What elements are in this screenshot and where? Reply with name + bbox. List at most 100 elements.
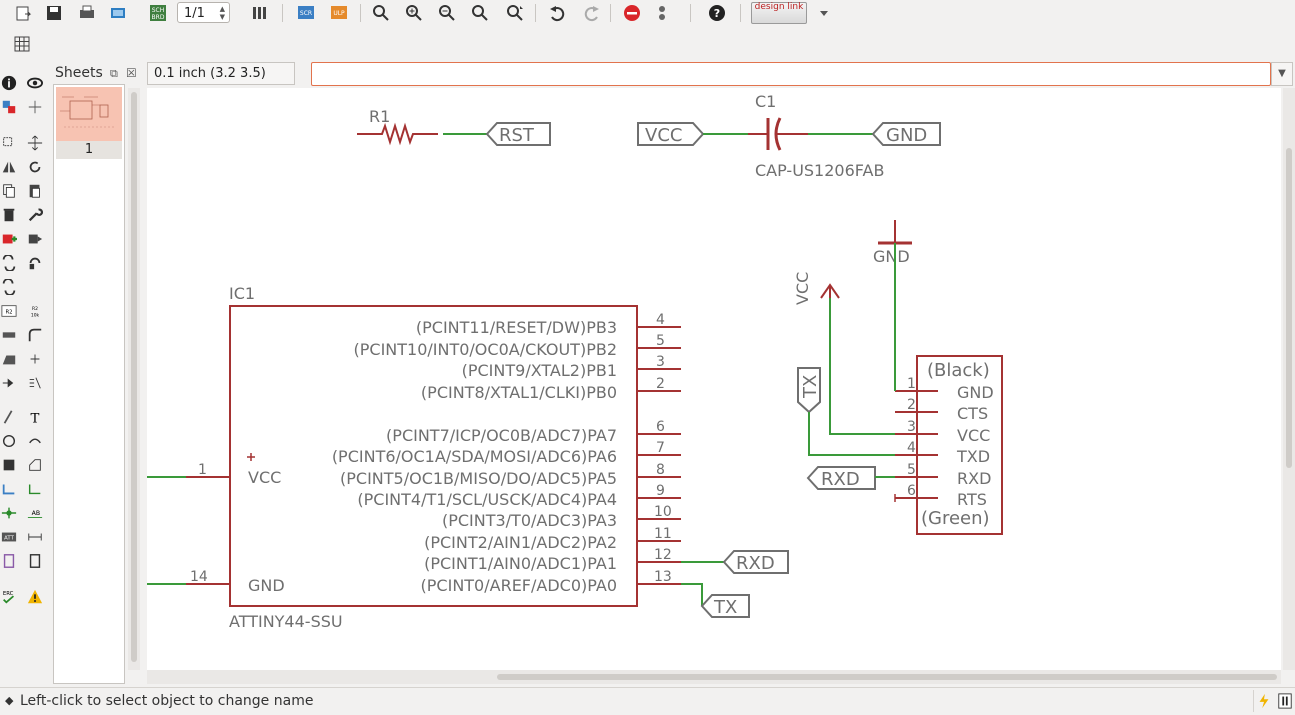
zoom-fit-icon[interactable]	[369, 2, 393, 24]
float-panel-icon[interactable]: ⧉	[110, 67, 118, 80]
label-tx-ftdi-shape[interactable]	[797, 367, 821, 414]
frame-icon[interactable]	[0, 552, 18, 570]
page-spinner[interactable]: 1/1 ▲▼	[177, 2, 230, 23]
ic1-pin-num: 13	[654, 569, 672, 585]
optimize-icon[interactable]	[26, 350, 44, 368]
pin-swap-icon[interactable]	[26, 254, 44, 272]
wire-icon[interactable]	[0, 408, 18, 426]
dimension-icon[interactable]	[26, 528, 44, 546]
grid-icon[interactable]	[10, 33, 34, 55]
schematic-canvas[interactable]: R1 RST C1 VCC GND CAP-US1206FAB IC1 ATTI…	[147, 88, 1281, 670]
rect-icon[interactable]	[0, 456, 18, 474]
text-icon[interactable]: T	[26, 408, 44, 426]
label-icon[interactable]: AB	[26, 504, 44, 522]
bus-icon[interactable]	[0, 480, 18, 498]
ic1-pin-num: 2	[656, 376, 665, 392]
info-icon[interactable]	[0, 74, 18, 92]
ftdi-pin-num: 1	[907, 376, 916, 392]
arc-icon[interactable]	[26, 432, 44, 450]
lightning-icon[interactable]	[1253, 690, 1274, 712]
delete-icon[interactable]	[0, 206, 18, 224]
vcc-symbol-label: VCC	[793, 272, 812, 305]
sheets-scrollbar[interactable]	[128, 88, 140, 670]
page-indicator: 1/1	[184, 6, 205, 21]
wrench-icon[interactable]	[26, 206, 44, 224]
cam-icon[interactable]	[106, 2, 130, 24]
c1-value: CAP-US1206FAB	[755, 161, 884, 180]
zoom-redraw-icon[interactable]	[468, 2, 492, 24]
erc-icon[interactable]: ERC	[0, 588, 18, 606]
paste-icon[interactable]	[26, 182, 44, 200]
name-icon[interactable]: R2	[0, 302, 18, 320]
mirror-icon[interactable]	[0, 158, 18, 176]
rotate-icon[interactable]	[26, 158, 44, 176]
show-icon[interactable]	[26, 74, 44, 92]
save-icon[interactable]	[42, 2, 66, 24]
mark-icon[interactable]	[26, 98, 44, 116]
ulp-icon[interactable]: ULP	[327, 2, 351, 24]
smash-icon[interactable]	[0, 326, 18, 344]
go-icon[interactable]	[650, 2, 674, 24]
undo-icon[interactable]	[545, 2, 569, 24]
status-diamond-icon: ◆	[5, 694, 14, 707]
designlink-button[interactable]: design link	[751, 2, 807, 24]
canvas-horizontal-scrollbar[interactable]	[147, 670, 1281, 684]
attribute-icon[interactable]: ATT	[0, 528, 18, 546]
command-history-dropdown[interactable]: ▼	[1271, 62, 1293, 86]
invoke-icon[interactable]	[0, 374, 18, 392]
label-rxd-ic1-shape[interactable]	[722, 550, 789, 574]
ic1-pin-name: (PCINT7/ICP/OC0B/ADC7)PA7	[386, 426, 617, 445]
print-icon[interactable]	[75, 2, 99, 24]
ftdi-pin-name: VCC	[957, 426, 990, 445]
zoom-in-icon[interactable]	[402, 2, 426, 24]
label-vcc-c1-shape[interactable]	[637, 122, 705, 146]
module-icon[interactable]	[26, 552, 44, 570]
stop-icon[interactable]	[620, 2, 644, 24]
add-part-icon[interactable]	[0, 230, 18, 248]
close-panel-icon[interactable]: ☒	[126, 66, 137, 80]
redo-icon[interactable]	[580, 2, 604, 24]
label-tx-ic1-shape[interactable]	[700, 594, 750, 618]
split-icon[interactable]	[0, 350, 18, 368]
copy-icon[interactable]	[0, 182, 18, 200]
change-icon[interactable]	[0, 278, 18, 296]
circle-icon[interactable]	[0, 432, 18, 450]
canvas-vertical-scrollbar[interactable]	[1283, 88, 1295, 670]
miter-icon[interactable]	[26, 326, 44, 344]
polygon-icon[interactable]	[26, 456, 44, 474]
move-icon[interactable]	[26, 134, 44, 152]
display-layers-icon[interactable]	[0, 98, 18, 116]
label-gnd-c1-shape[interactable]	[871, 122, 941, 146]
ic1-pin-num: 11	[654, 526, 672, 542]
warning-icon[interactable]	[26, 588, 44, 606]
svg-text:SCH: SCH	[152, 7, 165, 14]
ic1-pin-name: (PCINT4/T1/SCL/USCK/ADC4)PA4	[357, 490, 617, 509]
ftdi-header-body[interactable]	[916, 355, 1003, 535]
net-icon[interactable]	[26, 480, 44, 498]
resistor-r1[interactable]	[357, 122, 438, 146]
replace-icon[interactable]	[26, 230, 44, 248]
help-icon[interactable]: ?	[705, 2, 729, 24]
junction-icon[interactable]	[0, 504, 18, 522]
sheet-number[interactable]: 1	[56, 141, 122, 159]
ic1-pin-name: (PCINT5/OC1B/MISO/DO/ADC5)PA5	[340, 469, 617, 488]
gnd-symbol-label: GND	[873, 247, 910, 266]
script-icon[interactable]: SCR	[294, 2, 318, 24]
gate-icon[interactable]	[26, 374, 44, 392]
sheet-thumbnail[interactable]	[56, 87, 122, 141]
label-rst-shape[interactable]	[485, 122, 551, 146]
dropdown-icon[interactable]	[812, 2, 836, 24]
spinner-arrows[interactable]: ▲▼	[219, 5, 225, 21]
gate-swap-icon[interactable]	[0, 254, 18, 272]
stop-status-icon[interactable]	[1275, 690, 1295, 712]
open-icon[interactable]	[12, 2, 36, 24]
zoom-select-icon[interactable]	[503, 2, 527, 24]
zoom-out-icon[interactable]	[435, 2, 459, 24]
ic1-pin-num: 1	[198, 462, 207, 478]
grid-toggle-icon[interactable]	[248, 2, 272, 24]
command-line-input[interactable]	[311, 62, 1271, 86]
move-select-icon[interactable]	[0, 134, 18, 152]
